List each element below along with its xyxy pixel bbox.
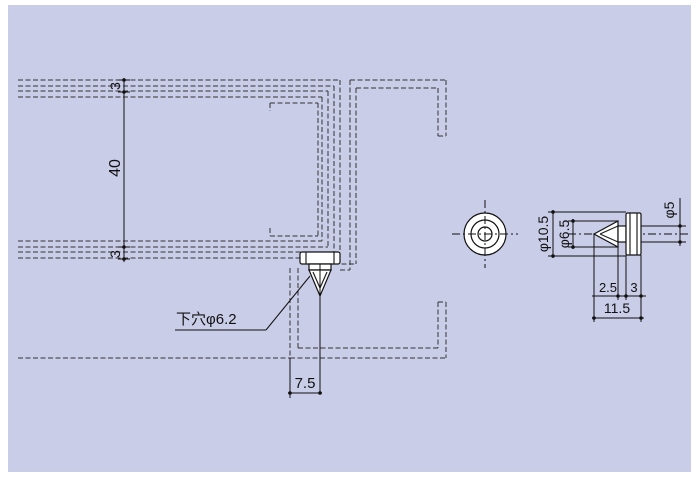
stopper-top-view bbox=[452, 200, 518, 268]
dim-11-5-label: 11.5 bbox=[604, 300, 630, 316]
dim-3-side-label: 3 bbox=[630, 280, 637, 295]
dia-5-label: φ5 bbox=[661, 201, 677, 218]
dim-2-5-label: 2.5 bbox=[599, 280, 617, 295]
hole-callout-label: 下穴φ6.2 bbox=[176, 311, 237, 328]
cabinet-section bbox=[18, 79, 447, 359]
dia-10-5-label: φ10.5 bbox=[535, 216, 551, 253]
dim-7-5-label: 7.5 bbox=[295, 375, 316, 392]
dim-7-5: 7.5 bbox=[288, 358, 322, 398]
vertical-dimensions: 3 40 3 bbox=[107, 78, 130, 262]
dim-40-label: 40 bbox=[107, 159, 124, 177]
dim-bottom-3-label: 3 bbox=[107, 250, 123, 258]
dia-6-5-label: φ6.5 bbox=[556, 220, 572, 249]
hole-callout: 下穴φ6.2 bbox=[175, 275, 311, 331]
stopper-side-view: φ10.5 φ6.5 φ5 2.5 3 11.5 bbox=[535, 198, 688, 322]
installed-stopper bbox=[299, 251, 341, 392]
dim-top-3-label: 3 bbox=[107, 82, 123, 90]
